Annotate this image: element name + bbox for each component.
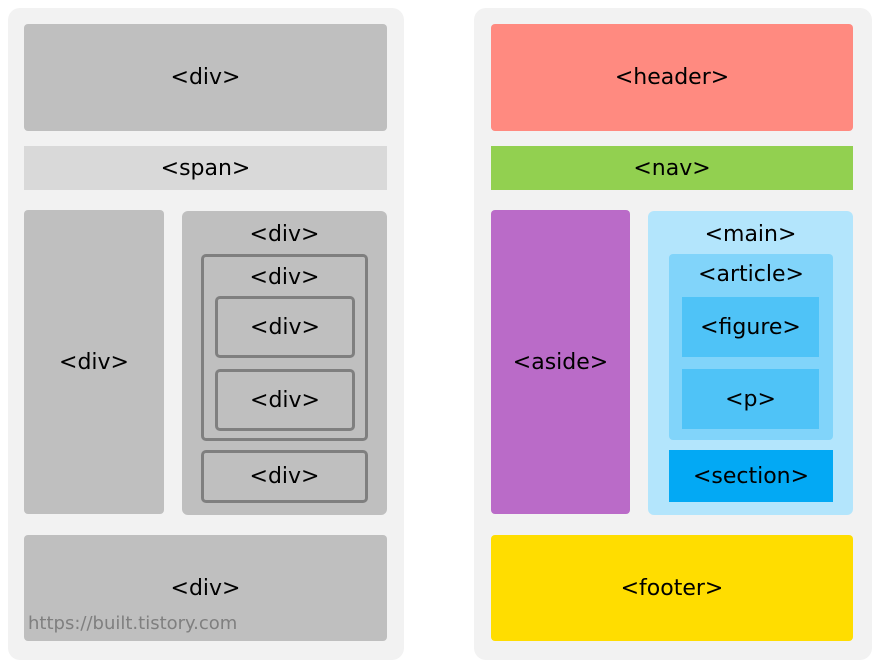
top-div-box: <div>: [24, 24, 387, 131]
bottom-small-div-box: <div>: [201, 450, 368, 503]
p-label: <p>: [725, 386, 776, 412]
inner-div-a-label: <div>: [250, 314, 320, 340]
header-label: <header>: [614, 65, 730, 90]
inner-div-a-box: <div>: [215, 296, 355, 358]
p-box: <p>: [682, 369, 819, 429]
footer-label: <footer>: [620, 575, 724, 601]
outer-div-label: <div>: [249, 222, 320, 247]
figure-box: <figure>: [682, 297, 819, 357]
side-div-label: <div>: [59, 349, 129, 375]
footer-div-label: <div>: [170, 575, 241, 601]
inner-div-box: <div>: [201, 254, 368, 441]
span-box: <span>: [24, 146, 387, 190]
footer-div-box: <div>: [24, 535, 387, 641]
nav-box: <nav>: [491, 146, 853, 190]
section-label: <section>: [692, 463, 810, 489]
side-div-box: <div>: [24, 210, 164, 514]
section-box: <section>: [669, 450, 833, 502]
inner-div-label: <div>: [249, 265, 320, 290]
watermark-text: https://built.tistory.com: [28, 613, 238, 634]
figure-label: <figure>: [700, 314, 801, 340]
nav-label: <nav>: [633, 155, 711, 181]
outer-div-box: <div>: [182, 211, 387, 515]
bottom-small-div-label: <div>: [249, 464, 320, 489]
footer-box: <footer>: [491, 535, 853, 641]
top-div-label: <div>: [170, 65, 241, 90]
main-label: <main>: [704, 222, 797, 247]
span-label: <span>: [160, 155, 251, 181]
aside-label: <aside>: [512, 349, 609, 375]
inner-div-b-box: <div>: [215, 369, 355, 431]
aside-box: <aside>: [491, 210, 630, 514]
header-box: <header>: [491, 24, 853, 131]
article-label: <article>: [698, 262, 804, 287]
inner-div-b-label: <div>: [250, 387, 320, 413]
